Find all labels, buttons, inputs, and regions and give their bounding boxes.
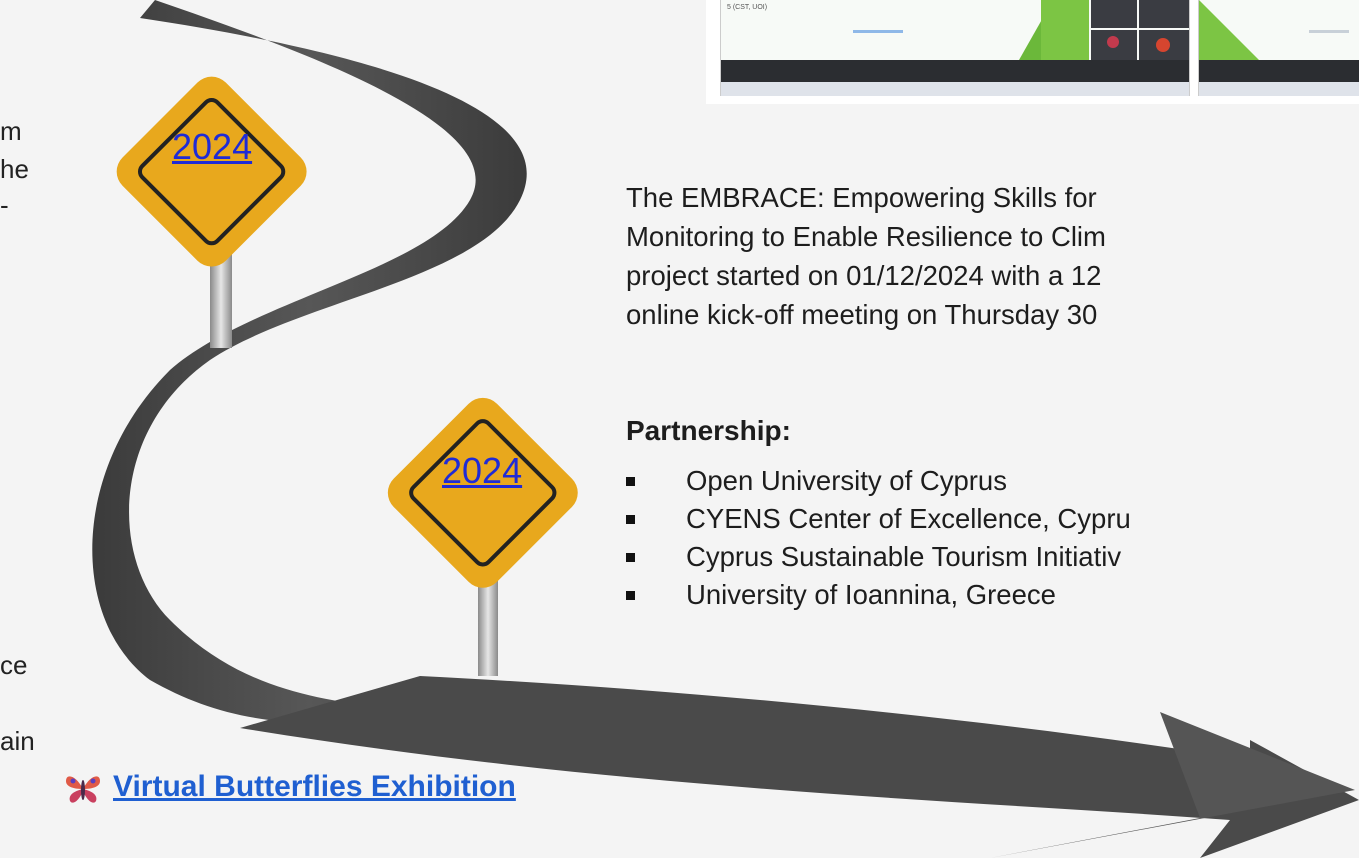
project-description: The EMBRACE: Empowering Skills for Monit… bbox=[626, 178, 1359, 334]
butterfly-icon bbox=[66, 776, 100, 803]
avatar bbox=[1107, 36, 1119, 48]
sign-year-link-2[interactable]: 2024 bbox=[442, 450, 523, 491]
list-item: University of Ioannina, Greece bbox=[626, 576, 1131, 614]
virtual-butterflies-exhibition-link[interactable]: Virtual Butterflies Exhibition bbox=[113, 770, 516, 803]
road-arrow-body bbox=[240, 676, 1359, 858]
participant-tile bbox=[1091, 0, 1137, 28]
milestone-sign-1: 2024 bbox=[108, 68, 334, 348]
participant-tile bbox=[1139, 0, 1189, 28]
slide-text: 5 (CST, UOI) bbox=[727, 4, 768, 11]
left-text-fragment-4: ce bbox=[0, 650, 28, 680]
list-item: Open University of Cyprus bbox=[626, 462, 1131, 500]
sign-year-link-1[interactable]: 2024 bbox=[172, 126, 253, 167]
description-line: project started on 01/12/2024 with a 12 bbox=[626, 260, 1102, 291]
bullet-icon bbox=[626, 477, 635, 486]
description-line: The EMBRACE: Empowering Skills for bbox=[626, 182, 1097, 213]
slide-progress-bar bbox=[853, 30, 903, 33]
road-sign-icon bbox=[387, 397, 578, 676]
bullet-icon bbox=[626, 515, 635, 524]
list-item: Cyprus Sustainable Tourism Initiativ bbox=[626, 538, 1131, 576]
avatar bbox=[1156, 38, 1170, 52]
meeting-screenshot-2 bbox=[1198, 0, 1359, 96]
slide-green-fill bbox=[1041, 0, 1089, 60]
left-text-fragment-3: - bbox=[0, 190, 9, 220]
meeting-screenshots: 5 (CST, UOI) bbox=[706, 0, 1359, 104]
road-arrow-head bbox=[990, 712, 1355, 858]
bullet-icon bbox=[626, 591, 635, 600]
partner-name: University of Ioannina, Greece bbox=[686, 579, 1056, 610]
list-item: CYENS Center of Excellence, Cypru bbox=[626, 500, 1131, 538]
description-line: online kick-off meeting on Thursday 30 bbox=[626, 299, 1098, 330]
road-sign-icon bbox=[116, 76, 307, 348]
partner-name: Cyprus Sustainable Tourism Initiativ bbox=[686, 541, 1122, 572]
meeting-screenshot-1: 5 (CST, UOI) bbox=[720, 0, 1190, 96]
left-text-fragment-2: he bbox=[0, 154, 29, 184]
partnership-heading: Partnership: bbox=[626, 415, 791, 446]
bullet-icon bbox=[626, 553, 635, 562]
partner-name: Open University of Cyprus bbox=[686, 465, 1007, 496]
milestone-sign-2: 2024 bbox=[382, 392, 602, 676]
left-text-fragment-5: ain bbox=[0, 726, 35, 756]
left-text-fragment-1: m bbox=[0, 116, 22, 146]
road-curve bbox=[92, 0, 527, 724]
slide-progress-bar bbox=[1309, 30, 1349, 33]
slide-green-shape bbox=[1199, 0, 1259, 60]
partner-list: Open University of Cyprus CYENS Center o… bbox=[626, 462, 1131, 614]
description-line: Monitoring to Enable Resilience to Clim bbox=[626, 221, 1106, 252]
partner-name: CYENS Center of Excellence, Cypru bbox=[686, 503, 1131, 534]
